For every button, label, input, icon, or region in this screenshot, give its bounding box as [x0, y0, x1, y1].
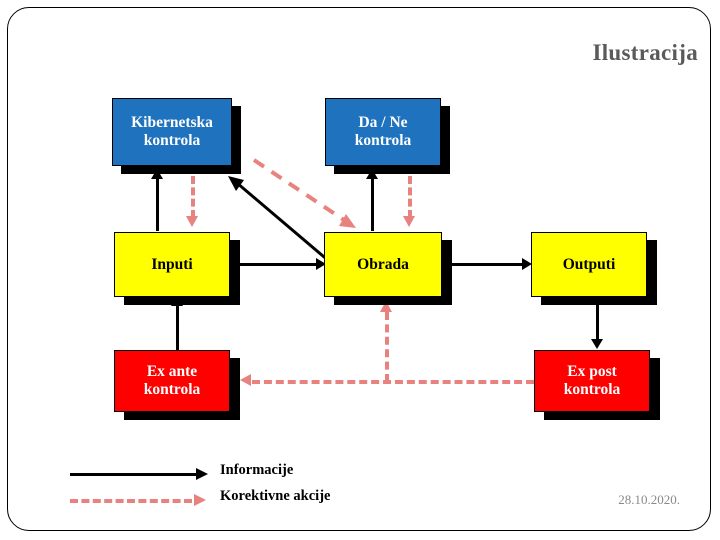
legend-dashed-arrow-head-icon — [194, 494, 206, 506]
legend-label-korektivne-akcije: Korektivne akcije — [220, 488, 331, 504]
node-dane-line1: Da / Ne — [358, 114, 408, 132]
node-inputi-label: Inputi — [151, 255, 193, 273]
arrow-inputi-to-kibernetska-line — [156, 178, 159, 231]
node-ex-post-label: Ex post kontrola — [560, 363, 625, 399]
legend-solid-arrow-head-icon — [196, 468, 208, 480]
dashed-feedback-to-obrada-head — [380, 301, 392, 312]
dashed-kibernetska-to-inputi-head — [186, 216, 198, 227]
legend-label-informacije: Informacije — [220, 462, 294, 478]
node-ex-ante-line2: kontrola — [143, 381, 201, 398]
slide-date: 28.10.2020. — [618, 492, 680, 507]
arrow-exante-to-inputi-line — [176, 305, 179, 351]
node-ex-ante-line1: Ex ante — [146, 363, 198, 381]
arrow-inputi-to-obrada-head — [316, 258, 326, 270]
dashed-expost-to-exante-line — [252, 380, 534, 384]
arrow-obrada-to-dane-line — [371, 178, 374, 231]
arrow-outputi-to-expost-head — [591, 339, 603, 349]
legend-row-korektivne-akcije: Korektivne akcije — [70, 488, 470, 514]
node-dane-kontrola-label: Da / Ne kontrola — [351, 114, 416, 150]
node-ex-ante-kontrola[interactable]: Ex ante kontrola — [114, 350, 230, 412]
dashed-feedback-to-obrada-line — [385, 312, 389, 382]
node-outputi-label: Outputi — [562, 255, 616, 273]
dashed-dane-to-obrada-head — [403, 216, 415, 227]
node-ex-post-kontrola[interactable]: Ex post kontrola — [534, 350, 650, 412]
node-outputi[interactable]: Outputi — [531, 232, 647, 297]
node-inputi[interactable]: Inputi — [114, 232, 230, 297]
page-title: Ilustracija — [592, 40, 698, 65]
node-ex-post-line1: Ex post — [567, 363, 617, 381]
legend-row-informacije: Informacije — [70, 462, 470, 488]
node-obrada[interactable]: Obrada — [324, 232, 442, 297]
node-dane-line2: kontrola — [354, 132, 412, 149]
legend-solid-arrow-line — [70, 473, 196, 476]
arrow-inputi-to-obrada-line — [240, 263, 318, 266]
arrow-inputi-to-kibernetska-head — [151, 169, 163, 179]
dashed-kibernetska-to-inputi-line — [191, 176, 195, 218]
node-dane-kontrola[interactable]: Da / Ne kontrola — [325, 98, 441, 166]
dashed-expost-to-exante-head — [240, 374, 251, 386]
arrow-obrada-to-outputi-head — [522, 258, 532, 270]
arrow-outputi-to-expost-line — [596, 299, 599, 341]
arrow-obrada-to-outputi-line — [452, 263, 524, 266]
dashed-dane-to-obrada-line — [408, 176, 412, 218]
node-ex-ante-label: Ex ante kontrola — [140, 363, 205, 399]
arrow-obrada-to-dane-head — [366, 169, 378, 179]
node-obrada-label: Obrada — [357, 255, 409, 273]
node-ex-post-line2: kontrola — [563, 381, 621, 398]
node-kibernetska-kontrola[interactable]: Kibernetska kontrola — [112, 98, 232, 166]
node-kibernetska-line1: Kibernetska — [131, 114, 213, 132]
node-kibernetska-line2: kontrola — [143, 132, 201, 149]
legend: Informacije Korektivne akcije — [70, 462, 470, 514]
legend-dashed-arrow-line — [70, 499, 192, 503]
node-kibernetska-kontrola-label: Kibernetska kontrola — [127, 114, 217, 150]
